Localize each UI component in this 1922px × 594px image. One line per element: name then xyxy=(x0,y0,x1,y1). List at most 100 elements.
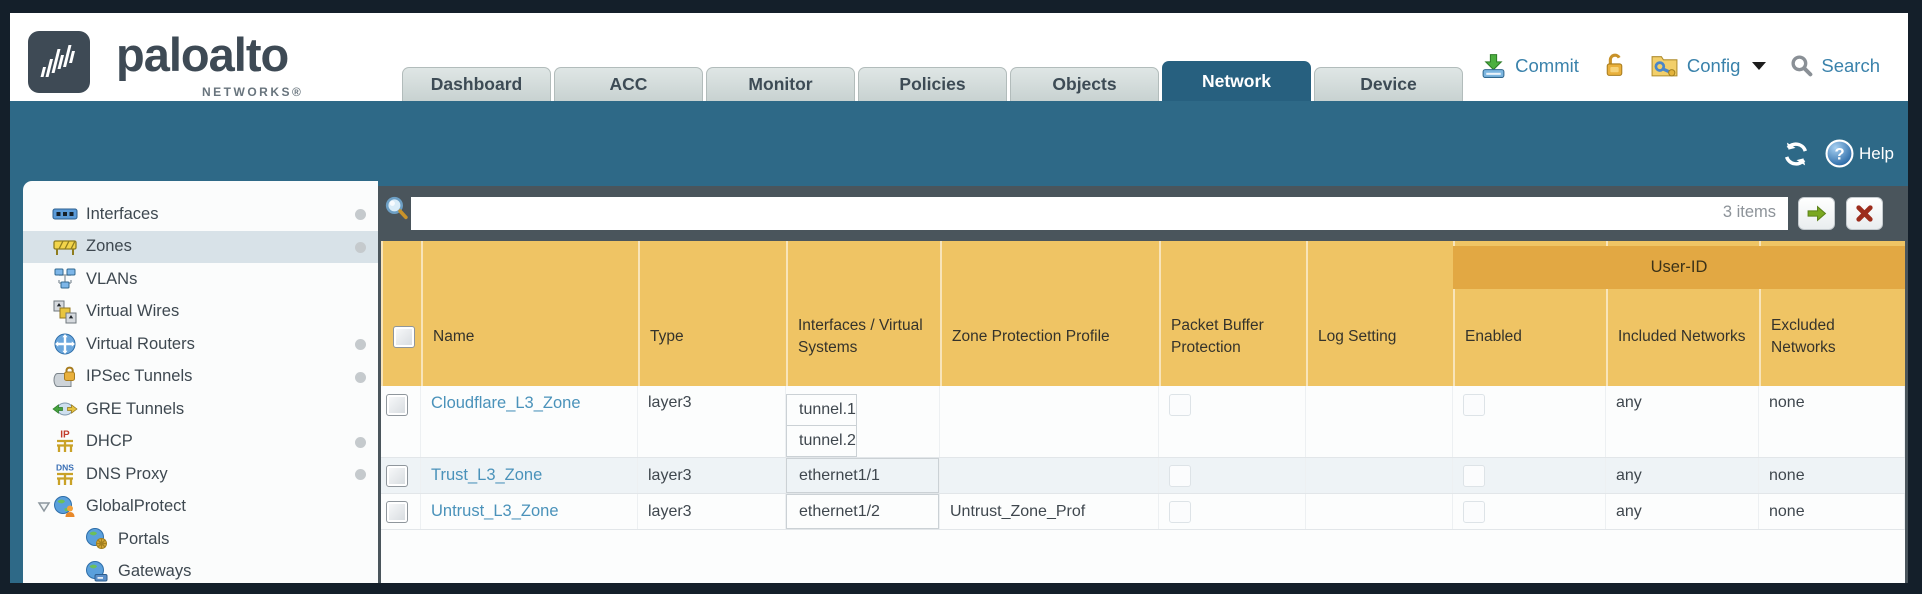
column-header-zone-protection-profile[interactable]: Zone Protection Profile xyxy=(940,241,1159,386)
row-select-cell xyxy=(381,386,421,457)
interface-value: tunnel.2 xyxy=(786,425,857,457)
tab-network[interactable]: Network xyxy=(1162,61,1311,101)
global-search-button[interactable]: Search xyxy=(1821,54,1880,76)
clear-filter-button[interactable] xyxy=(1846,197,1883,230)
included-networks-value: any xyxy=(1616,502,1642,520)
sidebar-item-gre-tunnels[interactable]: GRE Tunnels xyxy=(23,393,378,426)
row-select-cell xyxy=(381,494,421,529)
sidebar-item-label: Virtual Wires xyxy=(86,302,180,321)
sidebar-item-zones[interactable]: Zones xyxy=(23,230,378,263)
packet-buffer-protection-checkbox xyxy=(1169,464,1191,487)
help-button[interactable]: ? Help xyxy=(1825,139,1894,168)
green-arrow-icon xyxy=(1806,205,1827,222)
gre-tunnels-icon xyxy=(51,398,79,420)
user-id-enabled-cell xyxy=(1453,386,1606,457)
expander-down-icon[interactable] xyxy=(30,501,58,513)
tab-monitor[interactable]: Monitor xyxy=(706,67,855,101)
zone-name-link[interactable]: Untrust_L3_Zone xyxy=(431,502,559,520)
log-setting-cell xyxy=(1306,386,1453,457)
status-dot xyxy=(355,241,366,253)
packet-buffer-protection-cell xyxy=(1159,494,1306,529)
commit-button[interactable]: Commit xyxy=(1515,54,1579,76)
sidebar-item-ipsec-tunnels[interactable]: IPSec Tunnels xyxy=(23,361,378,394)
config-menu-button[interactable]: Config xyxy=(1686,54,1741,76)
status-dot xyxy=(355,339,366,350)
sidebar-item-label: GRE Tunnels xyxy=(86,399,185,418)
tab-objects[interactable]: Objects xyxy=(1010,67,1159,101)
virtual-routers-icon xyxy=(51,332,79,356)
sidebar-item-globalprotect[interactable]: GlobalProtect xyxy=(23,491,378,524)
paloalto-logo: paloalto NETWORKS® xyxy=(28,25,308,101)
column-header-name[interactable]: Name xyxy=(421,241,638,386)
zone-type-cell: layer3 xyxy=(638,494,786,529)
column-header-excluded-networks[interactable]: Excluded Networks xyxy=(1759,241,1905,386)
sidebar-item-gateways[interactable]: Gateways xyxy=(23,556,378,584)
column-header-label: Packet Buffer Protection xyxy=(1171,316,1264,356)
column-header-enabled[interactable]: Enabled xyxy=(1453,241,1606,386)
sidebar-item-label: Zones xyxy=(86,237,132,256)
sidebar-item-virtual-wires[interactable]: Virtual Wires xyxy=(23,296,378,329)
ipsec-tunnels-icon xyxy=(51,365,79,389)
packet-buffer-protection-cell xyxy=(1159,386,1306,457)
column-header-interfaces-virtual-systems[interactable]: Interfaces / Virtual Systems xyxy=(786,241,940,386)
column-header-included-networks[interactable]: Included Networks xyxy=(1606,241,1759,386)
excluded-networks-value: none xyxy=(1769,394,1805,411)
sidebar-item-label: DHCP xyxy=(86,432,133,451)
zone-protection-profile-cell xyxy=(940,458,1159,493)
zone-type-cell: layer3 xyxy=(638,386,786,457)
column-header-packet-buffer-protection[interactable]: Packet Buffer Protection xyxy=(1159,241,1306,386)
config-icon xyxy=(1650,53,1679,78)
lock-icon[interactable] xyxy=(1603,52,1626,79)
row-checkbox[interactable] xyxy=(386,500,408,523)
zone-protection-profile-value: Untrust_Zone_Prof xyxy=(950,502,1086,520)
included-networks-cell: any xyxy=(1606,458,1759,493)
included-networks-cell: any xyxy=(1606,386,1759,457)
tab-device[interactable]: Device xyxy=(1314,67,1463,101)
user-id-enabled-checkbox xyxy=(1463,464,1485,487)
tab-policies[interactable]: Policies xyxy=(858,67,1007,101)
svg-text:IP: IP xyxy=(60,430,70,441)
column-header-label: Name xyxy=(433,327,475,345)
band-toolbar: ? Help xyxy=(1780,139,1894,168)
column-header-type[interactable]: Type xyxy=(638,241,786,386)
status-dot xyxy=(355,371,366,383)
sidebar-item-vlans[interactable]: VLANs xyxy=(23,263,378,296)
zone-protection-profile-cell xyxy=(940,386,1159,457)
sidebar-item-virtual-routers[interactable]: Virtual Routers xyxy=(23,328,378,361)
row-checkbox[interactable] xyxy=(386,464,408,487)
apply-filter-button[interactable] xyxy=(1798,197,1835,230)
interface-value: ethernet1/1 xyxy=(786,458,939,493)
row-checkbox[interactable] xyxy=(386,394,408,416)
sidebar-item-dhcp[interactable]: IP DHCP xyxy=(23,426,378,459)
zone-name-link[interactable]: Trust_L3_Zone xyxy=(431,466,543,484)
filter-input[interactable] xyxy=(411,197,1788,230)
column-header-label: Zone Protection Profile xyxy=(952,327,1110,345)
refresh-icon[interactable] xyxy=(1780,140,1812,168)
select-all-checkbox[interactable] xyxy=(393,325,415,348)
sidebar-item-label: Portals xyxy=(118,529,170,548)
tab-acc[interactable]: ACC xyxy=(554,67,703,101)
user-id-enabled-checkbox xyxy=(1463,394,1485,416)
zone-name-link[interactable]: Cloudflare_L3_Zone xyxy=(431,394,581,412)
gateways-icon xyxy=(83,560,111,583)
interfaces-cell: ethernet1/1 xyxy=(786,458,940,493)
caret-down-icon[interactable] xyxy=(1752,61,1767,70)
help-icon: ? xyxy=(1825,139,1854,168)
column-header-log-setting[interactable]: Log Setting xyxy=(1306,241,1453,386)
sidebar-item-interfaces[interactable]: Interfaces xyxy=(23,198,378,231)
column-header-label: Excluded Networks xyxy=(1771,316,1836,356)
sidebar-item-portals[interactable]: Portals xyxy=(23,523,378,556)
tab-dashboard[interactable]: Dashboard xyxy=(402,67,551,101)
